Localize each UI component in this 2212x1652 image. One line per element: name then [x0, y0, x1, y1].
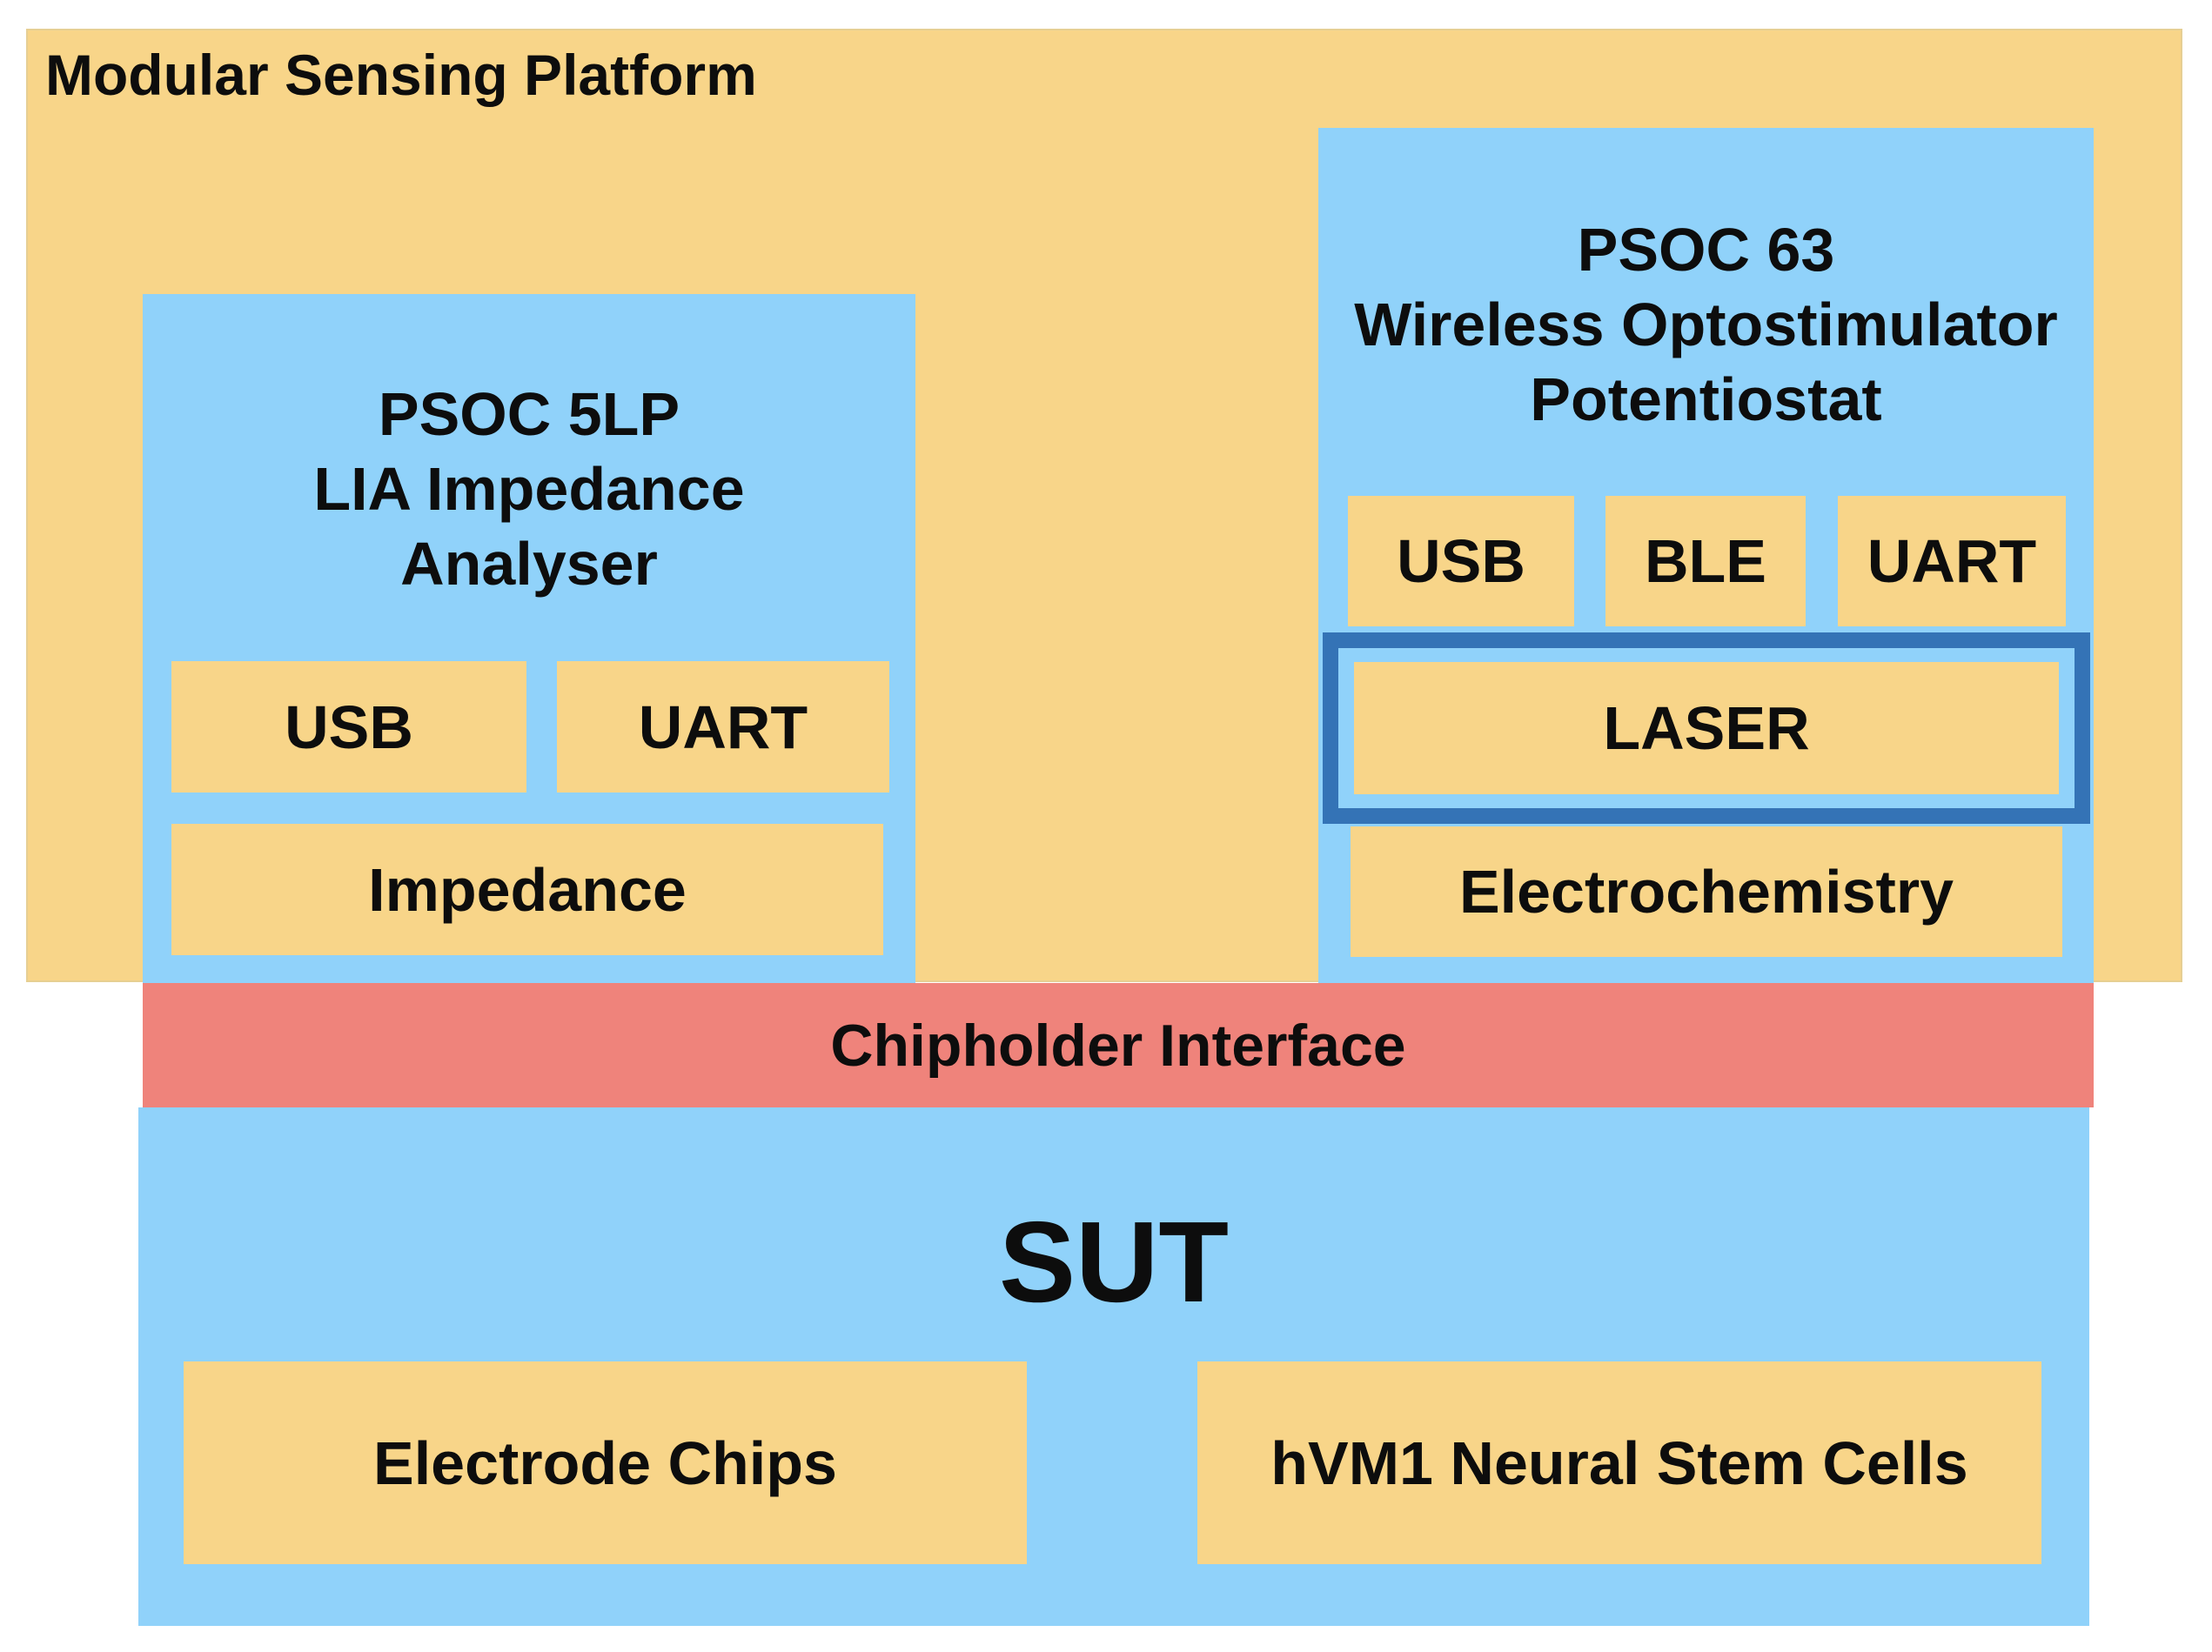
chipholder-interface: Chipholder Interface: [143, 983, 2094, 1107]
psoc-63-laser-module: LASER: [1354, 662, 2059, 794]
psoc-5lp-impedance-module: Impedance: [171, 824, 883, 955]
psoc-5lp-usb-module: USB: [171, 661, 526, 793]
platform-title: Modular Sensing Platform: [45, 43, 757, 107]
hvm1-neural-stem-cells-module: hVM1 Neural Stem Cells: [1197, 1361, 2041, 1564]
sut-title: SUT: [999, 1198, 1229, 1326]
psoc-63-title: PSOC 63 Wireless Optostimulator Potentio…: [1318, 212, 2094, 437]
psoc-63-electrochemistry-module: Electrochemistry: [1351, 826, 2062, 957]
psoc-63-usb-module: USB: [1348, 496, 1574, 626]
psoc-5lp-title-line-3: Analyser: [400, 530, 658, 598]
psoc-5lp-title-line-2: LIA Impedance: [313, 455, 745, 523]
psoc-63-uart-module: UART: [1838, 496, 2066, 626]
electrode-chips-module: Electrode Chips: [184, 1361, 1027, 1564]
psoc-63-title-line-3: Potentiostat: [1530, 365, 1882, 433]
psoc-63-ble-module: BLE: [1605, 496, 1806, 626]
psoc-63-title-line-2: Wireless Optostimulator: [1354, 291, 2058, 358]
psoc-63-title-line-1: PSOC 63: [1577, 216, 1835, 284]
psoc-5lp-title-line-1: PSOC 5LP: [378, 380, 680, 448]
laser-highlight-frame: [1323, 632, 2090, 824]
psoc-5lp-title: PSOC 5LP LIA Impedance Analyser: [143, 377, 915, 601]
psoc-5lp-uart-module: UART: [557, 661, 889, 793]
